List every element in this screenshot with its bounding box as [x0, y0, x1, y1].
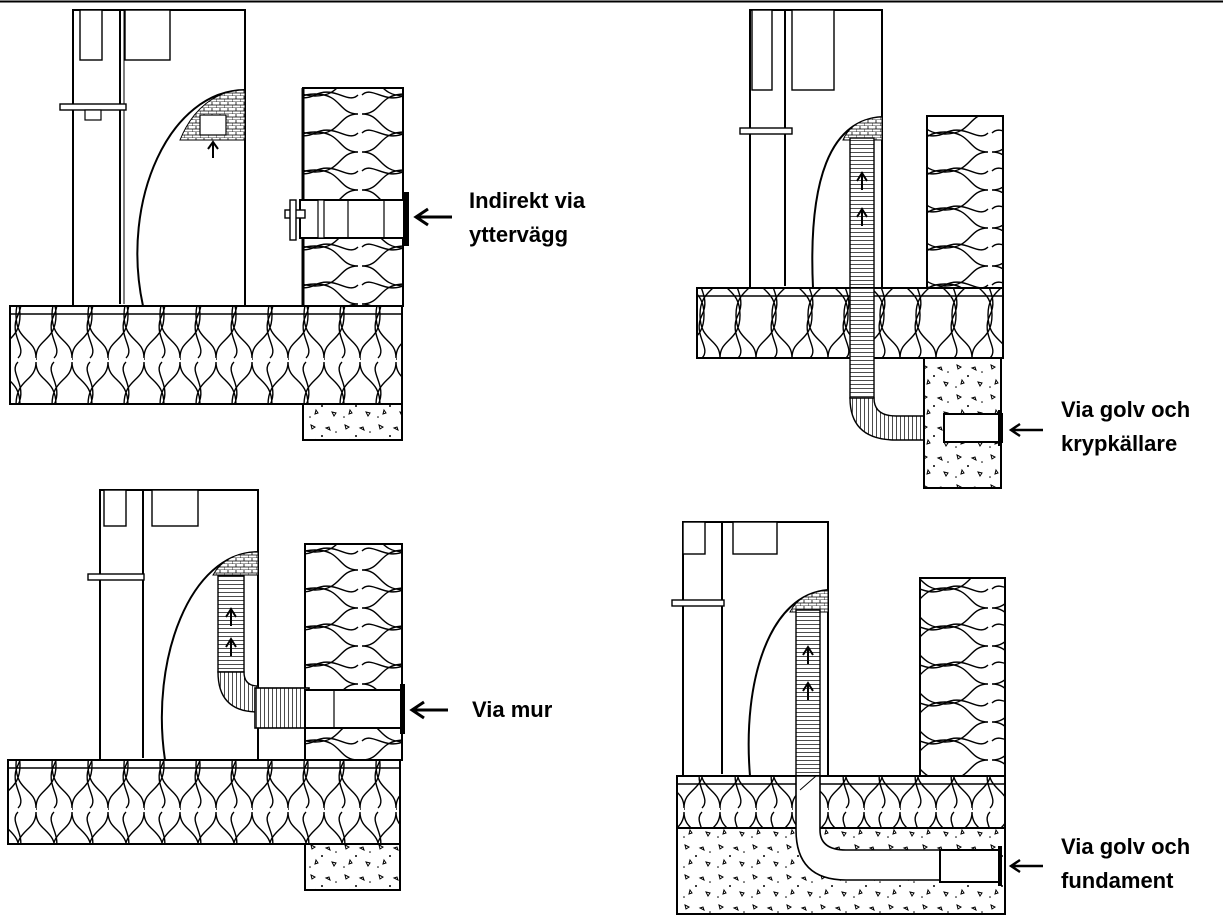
label-foundation-line2: fundament: [1061, 868, 1174, 893]
label-foundation-line1: Via golv och: [1061, 834, 1191, 859]
panel-foundation: [671, 521, 1043, 915]
label-masonry: Via mur: [472, 693, 552, 727]
label-crawlspace: Via golv och krypkällare: [1061, 393, 1190, 461]
panel-masonry: [7, 489, 448, 891]
panel-crawlspace: [696, 9, 1043, 489]
label-masonry-line1: Via mur: [472, 697, 553, 722]
label-foundation: Via golv och fundament: [1061, 830, 1190, 898]
label-wall-line2: yttervägg: [469, 222, 569, 247]
panel-wall: [9, 9, 452, 441]
label-crawlspace-line1: Via golv och: [1061, 397, 1191, 422]
label-wall-line1: Indirekt via: [469, 188, 586, 213]
label-crawlspace-line2: krypkällare: [1061, 431, 1178, 456]
label-wall: Indirekt via yttervägg: [469, 184, 585, 252]
